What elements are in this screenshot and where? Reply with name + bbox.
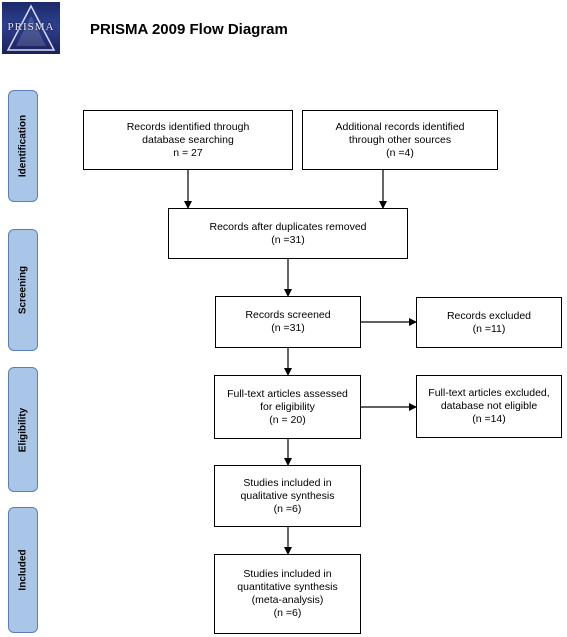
box-text: quantitative synthesis — [237, 581, 338, 593]
box-fulltext-assessed: Full-text articles assessed for eligibil… — [214, 375, 361, 439]
box-text: Records excluded — [446, 309, 532, 322]
box-count: (n =31) — [271, 322, 305, 334]
box-text: (meta-analysis) — [251, 594, 324, 606]
box-count: (n =4) — [386, 146, 414, 159]
box-text: Full-text articles assessed — [227, 387, 348, 400]
box-quantitative-synthesis: Studies included in quantitative synthes… — [214, 554, 361, 634]
box-qualitative-synthesis: Studies included in qualitative synthesi… — [214, 465, 361, 527]
box-text: Records identified through — [126, 120, 250, 133]
box-count: (n =31) — [271, 233, 305, 246]
box-text: Studies included in — [243, 476, 332, 489]
phase-screening: Screening — [8, 229, 38, 351]
box-database-searching: Records identified through database sear… — [83, 110, 293, 170]
box-count: (n = 20) — [269, 413, 306, 426]
box-records-excluded: Records excluded (n =11) — [416, 297, 562, 348]
box-count: n = 27 — [173, 146, 203, 159]
box-text: for eligibility — [260, 400, 315, 413]
box-other-sources: Additional records identified through ot… — [302, 110, 498, 170]
phase-identification: Identification — [8, 90, 38, 202]
box-count: (n =6) — [273, 607, 302, 619]
box-after-duplicates: Records after duplicates removed (n =31) — [168, 208, 408, 259]
box-text: through other sources — [348, 133, 452, 146]
box-text: Additional records identified — [335, 120, 465, 133]
box-count: (n =11) — [472, 322, 506, 335]
phase-included: Included — [8, 507, 38, 633]
box-count: (n =6) — [273, 502, 302, 515]
box-text: Full-text articles excluded, — [428, 387, 550, 399]
box-text: Records screened — [245, 309, 331, 321]
box-records-screened: Records screened (n =31) — [215, 296, 361, 348]
box-fulltext-excluded: Full-text articles excluded, database no… — [416, 375, 562, 438]
box-text: Studies included in — [243, 568, 332, 580]
prisma-logo: PRISMA — [2, 2, 60, 54]
box-text: qualitative synthesis — [240, 489, 335, 502]
box-text: database not eligible — [440, 400, 538, 412]
logo-triangle-icon — [6, 4, 56, 51]
phase-eligibility: Eligibility — [8, 367, 38, 492]
box-text: Records after duplicates removed — [209, 220, 367, 233]
box-count: (n =14) — [472, 413, 506, 425]
logo-text: PRISMA — [7, 21, 55, 33]
page-title: PRISMA 2009 Flow Diagram — [90, 21, 288, 38]
box-text: database searching — [142, 133, 234, 146]
